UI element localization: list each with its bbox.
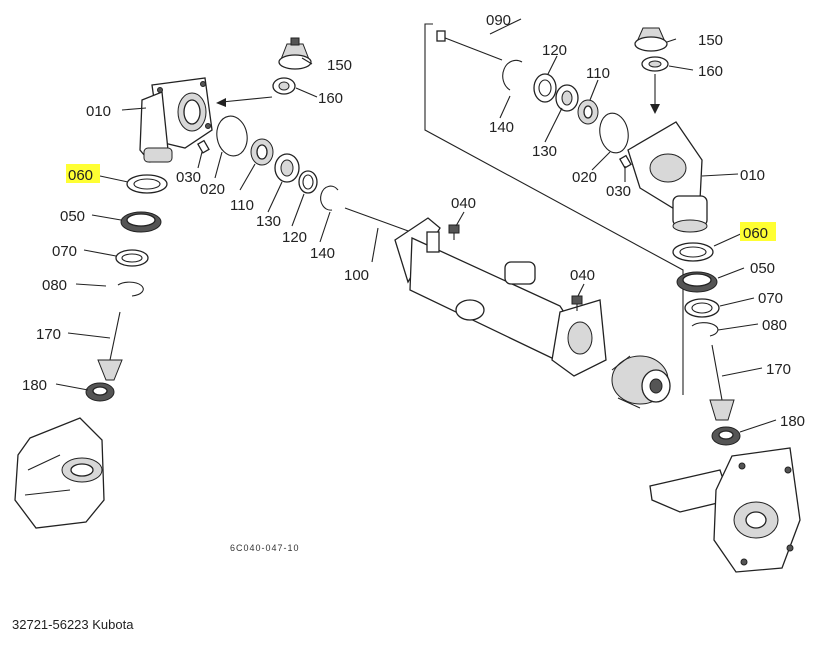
knuckle-case-right xyxy=(649,447,801,573)
label-150-left: 150 xyxy=(327,57,352,74)
bolt-040-mid xyxy=(571,295,583,311)
sub-assembly-frame xyxy=(424,23,684,395)
bolt-040-top xyxy=(448,224,460,240)
highlight-060-left xyxy=(66,164,100,183)
label-060-left: 060 xyxy=(68,167,93,184)
seal-060-right xyxy=(672,242,714,262)
label-050-left: 050 xyxy=(60,208,85,225)
knuckle-case-left xyxy=(14,417,105,529)
highlight-060-right xyxy=(740,222,776,241)
bearing-130-left xyxy=(274,153,300,183)
direction-arrow-right xyxy=(650,74,660,114)
label-160-left: 160 xyxy=(318,90,343,107)
pinion-110-left xyxy=(250,138,274,166)
ring-120-right-inner xyxy=(538,79,552,97)
differential-unit xyxy=(611,355,671,409)
label-030-left: 030 xyxy=(176,169,201,186)
label-110-right: 110 xyxy=(586,65,610,82)
label-130-left: 130 xyxy=(256,213,281,230)
label-040-mid: 040 xyxy=(570,267,595,284)
leader-lines xyxy=(55,18,777,433)
shaft-090 xyxy=(436,30,503,61)
label-170-left: 170 xyxy=(36,326,61,343)
label-090: 090 xyxy=(486,12,511,29)
exploded-parts-diagram: 090 120 110 140 130 020 030 010 150 160 … xyxy=(14,12,805,573)
label-120-left: 120 xyxy=(282,229,307,246)
bearing-160-right xyxy=(641,56,669,72)
label-110-left: 110 xyxy=(230,197,254,214)
axle-housing xyxy=(394,217,607,377)
label-180-right: 180 xyxy=(780,413,805,430)
ring-070-right xyxy=(684,298,720,318)
pin-030-right xyxy=(619,154,632,169)
label-150-right: 150 xyxy=(698,32,723,49)
ring-120-right xyxy=(533,73,557,103)
label-140-right: 140 xyxy=(489,119,514,136)
label-020-right: 020 xyxy=(572,169,597,186)
circlip-140-right xyxy=(502,59,523,91)
circlip-080-left xyxy=(117,281,144,297)
o-ring-020-right xyxy=(599,112,629,154)
label-180-left: 180 xyxy=(22,377,47,394)
label-100: 100 xyxy=(344,267,369,284)
label-060-right: 060 xyxy=(743,225,768,242)
shaft-170-left xyxy=(97,311,123,381)
label-030-right: 030 xyxy=(606,183,631,200)
bearing-160-left xyxy=(272,77,296,95)
drawing-code: 6C040-047-10 xyxy=(230,543,300,553)
ring-120-left xyxy=(298,170,318,194)
bearing-050-right xyxy=(676,271,718,293)
label-020-left: 020 xyxy=(200,181,225,198)
label-140-left: 140 xyxy=(310,245,335,262)
seal-060-left xyxy=(126,174,168,194)
label-080-left: 080 xyxy=(42,277,67,294)
label-160-right: 160 xyxy=(698,63,723,80)
ring-070-right-inner xyxy=(691,302,713,314)
label-070-right: 070 xyxy=(758,290,783,307)
bevel-gear-150-left xyxy=(278,37,312,70)
ring-070-left xyxy=(115,249,149,267)
shaft-170-right xyxy=(709,344,735,421)
o-ring-020-left xyxy=(216,115,248,157)
label-070-left: 070 xyxy=(52,243,77,260)
label-080-right: 080 xyxy=(762,317,787,334)
part-number-caption: 32721-56223 Kubota xyxy=(12,617,134,632)
housing-010-right xyxy=(627,121,708,233)
bearing-180-left xyxy=(85,382,115,402)
housing-010-left xyxy=(139,77,213,163)
label-010-right: 010 xyxy=(740,167,765,184)
pinion-110-right xyxy=(577,99,599,125)
bevel-gear-150-right xyxy=(634,27,668,52)
circlip-140-left xyxy=(320,185,339,211)
label-010-left: 010 xyxy=(86,103,111,120)
ring-120-left-inner xyxy=(302,174,314,190)
direction-arrow-left xyxy=(216,96,273,107)
label-120-right: 120 xyxy=(542,42,567,59)
ring-070-left-inner xyxy=(121,253,143,263)
bearing-180-right xyxy=(711,426,741,446)
circlip-080-right xyxy=(691,322,719,337)
pin-030-left xyxy=(197,139,210,154)
label-050-right: 050 xyxy=(750,260,775,277)
label-130-right: 130 xyxy=(532,143,557,160)
bearing-130-right xyxy=(555,84,579,112)
bearing-050-left xyxy=(120,211,162,233)
label-040-top: 040 xyxy=(451,195,476,212)
label-170-right: 170 xyxy=(766,361,791,378)
